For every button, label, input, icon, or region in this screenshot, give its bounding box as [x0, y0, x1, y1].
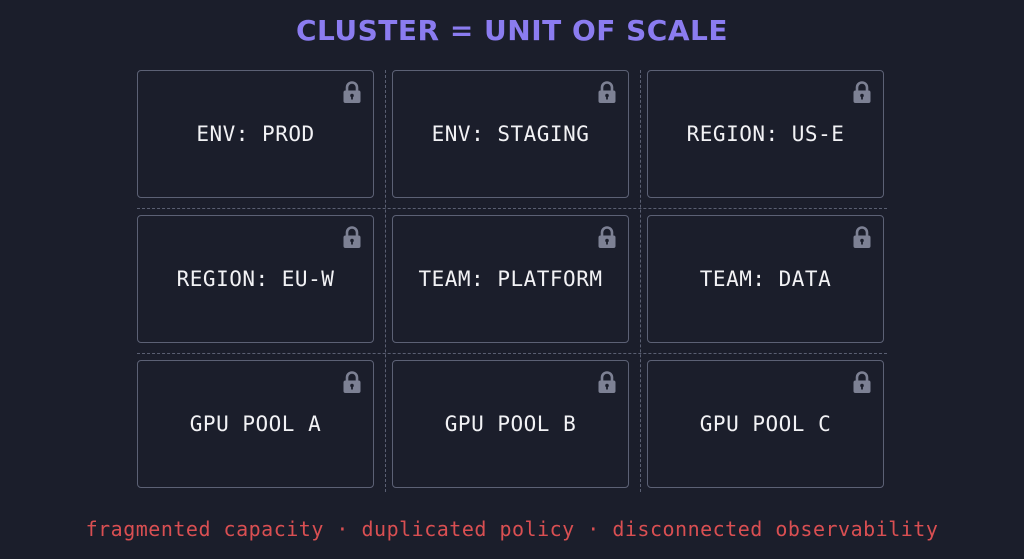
cluster-cell: REGION: EU-W: [137, 215, 374, 343]
cluster-cell: GPU POOL B: [392, 360, 629, 488]
cluster-cell: ENV: STAGING: [392, 70, 629, 198]
cell-label: GPU POOL B: [444, 412, 577, 436]
diagram-title: CLUSTER = UNIT OF SCALE: [295, 14, 728, 47]
lock-icon: [597, 225, 617, 249]
grid-divider-vertical: [384, 70, 386, 492]
footer-caption: fragmented capacity · duplicated policy …: [85, 517, 939, 541]
cell-label: GPU POOL C: [699, 412, 832, 436]
cell-label: GPU POOL A: [189, 412, 322, 436]
cluster-cell: TEAM: PLATFORM: [392, 215, 629, 343]
cell-label: TEAM: DATA: [699, 267, 832, 291]
cell-label: REGION: US-E: [686, 122, 845, 146]
lock-icon: [342, 80, 362, 104]
cluster-cell: ENV: PROD: [137, 70, 374, 198]
cluster-grid: ENV: PROD ENV: STAGING REGION: US-E REGI…: [137, 70, 887, 492]
lock-icon: [597, 80, 617, 104]
lock-icon: [342, 370, 362, 394]
lock-icon: [852, 370, 872, 394]
cell-label: ENV: STAGING: [431, 122, 590, 146]
cluster-cell: GPU POOL C: [647, 360, 884, 488]
cluster-cell: REGION: US-E: [647, 70, 884, 198]
cluster-cell: TEAM: DATA: [647, 215, 884, 343]
lock-icon: [342, 225, 362, 249]
lock-icon: [597, 370, 617, 394]
lock-icon: [852, 225, 872, 249]
cell-label: TEAM: PLATFORM: [418, 267, 603, 291]
grid-divider-vertical: [639, 70, 641, 492]
grid-divider-horizontal: [137, 208, 887, 209]
cell-label: REGION: EU-W: [176, 267, 335, 291]
cluster-cell: GPU POOL A: [137, 360, 374, 488]
cell-label: ENV: PROD: [196, 122, 315, 146]
lock-icon: [852, 80, 872, 104]
grid-divider-horizontal: [137, 353, 887, 354]
